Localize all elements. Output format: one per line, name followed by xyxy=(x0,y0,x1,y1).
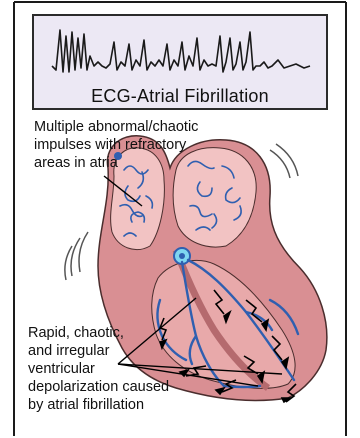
label-ventricles-line-2: and irregular xyxy=(28,342,169,360)
label-atria-line-2: impulses with refractory xyxy=(34,136,198,154)
label-ventricles-line-1: Rapid, chaotic, xyxy=(28,324,169,342)
label-ventricles-line-4: depolarization caused xyxy=(28,378,169,396)
label-ventricular-depolarization: Rapid, chaotic, and irregular ventricula… xyxy=(28,324,169,414)
label-atria-line-1: Multiple abnormal/chaotic xyxy=(34,118,198,136)
label-atria-line-3: areas in atria xyxy=(34,154,198,172)
label-atrial-impulses: Multiple abnormal/chaotic impulses with … xyxy=(34,118,198,172)
label-ventricles-line-5: by atrial fibrillation xyxy=(28,396,169,414)
label-ventricles-line-3: ventricular xyxy=(28,360,169,378)
